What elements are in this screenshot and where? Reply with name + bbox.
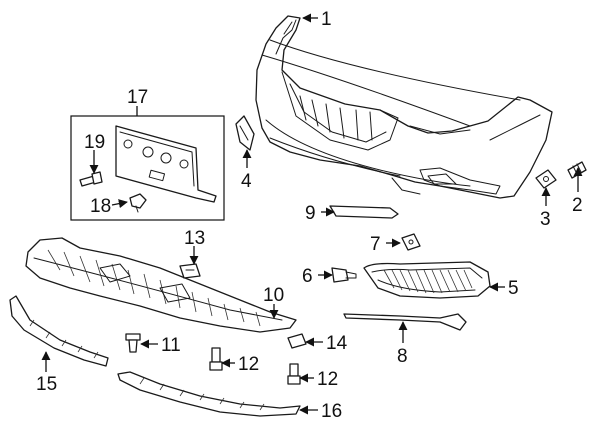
lower-trim-strip	[343, 313, 467, 331]
license-plate-bracket	[115, 125, 217, 203]
air-deflector	[25, 237, 297, 333]
lower-spoiler-center	[117, 371, 301, 417]
callout-11: 11	[161, 335, 181, 356]
callout-15: 15	[36, 374, 57, 395]
callout-18: 18	[90, 196, 111, 217]
fog-lamp-bezel	[363, 261, 491, 299]
lower-spoiler-left	[9, 295, 109, 367]
callout-13: 13	[184, 228, 205, 249]
callout-10: 10	[263, 285, 284, 306]
side-strip	[329, 205, 399, 219]
bolt-12a	[209, 347, 223, 371]
callout-2: 2	[572, 195, 583, 216]
callout-8: 8	[397, 346, 408, 367]
callout-17: 17	[127, 87, 148, 108]
callout-14: 14	[326, 333, 348, 354]
callout-12-upper: 12	[238, 354, 259, 375]
callout-9: 9	[305, 203, 316, 224]
callout-1: 1	[321, 9, 332, 30]
side-bracket	[235, 115, 255, 151]
bumper-cover	[255, 15, 553, 199]
callout-3: 3	[540, 209, 551, 230]
clip-13	[179, 263, 201, 279]
callout-19: 19	[84, 132, 105, 153]
callout-7: 7	[370, 234, 381, 255]
bolt-12b	[287, 363, 301, 385]
callout-16: 16	[321, 401, 342, 422]
push-pin-fastener	[567, 161, 587, 179]
clip-14	[287, 333, 307, 349]
clip-nut	[401, 233, 421, 251]
retainer-clip	[535, 169, 557, 189]
callout-6: 6	[302, 266, 313, 287]
push-pin-18	[129, 193, 147, 213]
leader-lines	[41, 13, 583, 415]
screw-19	[79, 171, 103, 187]
fastener-11	[125, 333, 141, 353]
bolt-6	[331, 267, 357, 283]
callout-5: 5	[508, 278, 519, 299]
license-bracket-box	[70, 115, 225, 221]
callout-12-lower: 12	[317, 369, 338, 390]
callout-4: 4	[241, 171, 252, 192]
